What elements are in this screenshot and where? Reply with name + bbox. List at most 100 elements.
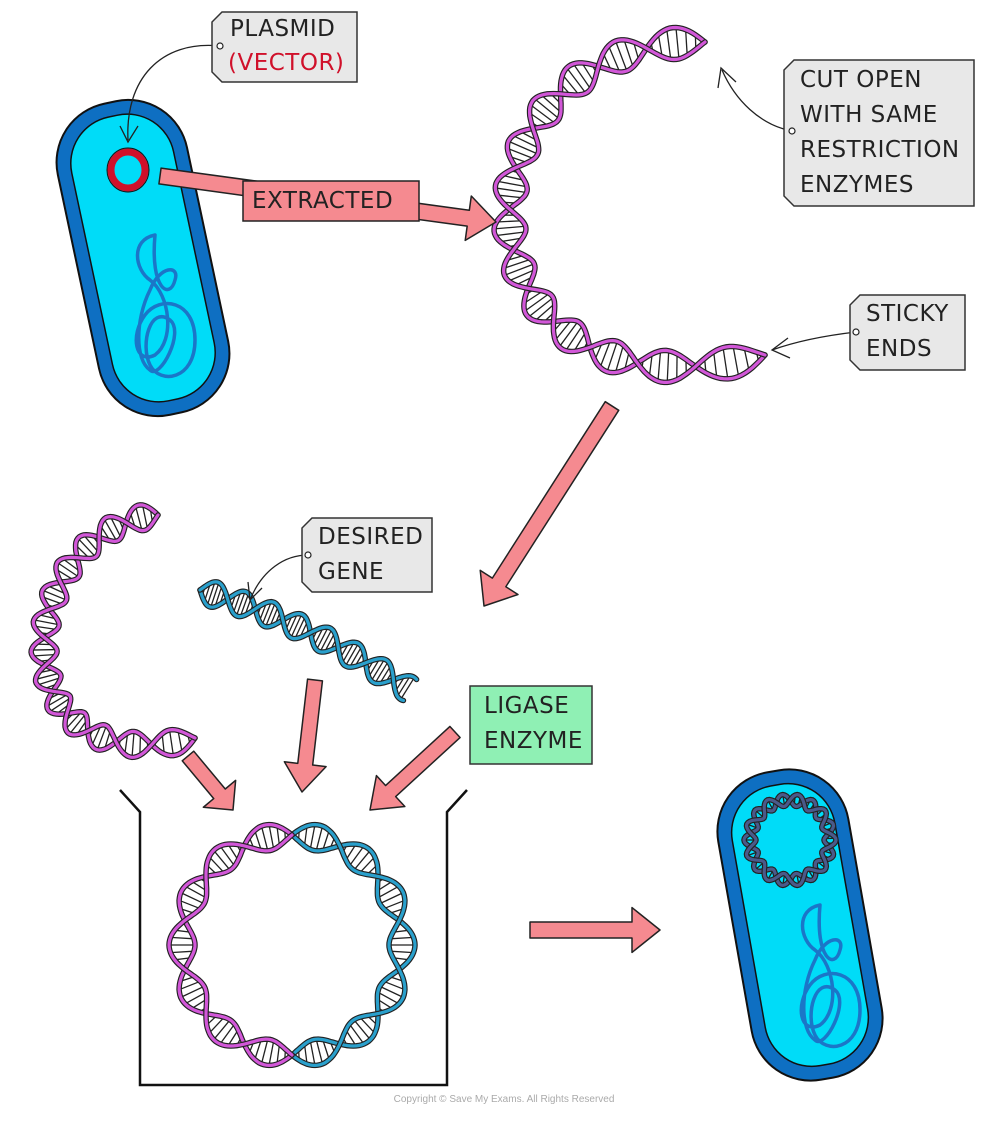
base-pair-rung — [261, 601, 272, 626]
base-pair-rung — [265, 602, 276, 628]
base-pair-rung — [353, 1019, 371, 1041]
base-pair-rung — [495, 231, 526, 237]
base-pair-rung — [359, 1016, 376, 1034]
base-pair-rung — [208, 1016, 225, 1034]
base-pair-rung — [530, 104, 556, 124]
plasmid-ring-outline — [106, 147, 150, 193]
base-pair-rung — [529, 112, 549, 127]
base-pair-rung — [260, 825, 269, 851]
base-pair-rung — [497, 194, 524, 199]
base-pair-rung — [566, 67, 587, 94]
base-pair-rung — [170, 936, 194, 940]
base-pair-rung — [396, 675, 411, 697]
label-vector: (VECTOR) — [228, 50, 345, 76]
bacterium-original — [55, 98, 231, 418]
base-pair-rung — [657, 34, 663, 57]
label-ligase: LIGASE — [484, 693, 570, 719]
base-pair-rung — [213, 849, 231, 871]
dna-strands — [28, 24, 839, 1069]
sugar-phosphate-strand — [177, 822, 294, 1068]
base-pair-rung — [504, 263, 535, 276]
base-pair-rung — [648, 353, 653, 377]
recombinant-plasmid-in-bacterium — [741, 791, 839, 889]
base-pair-rung — [507, 147, 535, 160]
base-pair-rung — [254, 1039, 262, 1060]
base-pair-rung — [315, 627, 329, 651]
base-pair-rung — [743, 348, 750, 371]
cut-to-beaker-arrow — [479, 400, 620, 607]
process-arrows — [158, 167, 661, 954]
label-cut-open-2: WITH SAME — [800, 102, 938, 128]
base-pair-rung — [377, 885, 400, 899]
base-pair-rung — [400, 677, 415, 700]
strand-outline — [492, 37, 768, 386]
base-pair-rung — [315, 1039, 324, 1065]
base-pair-rung — [260, 1039, 269, 1065]
cut-plasmid-dna — [491, 24, 768, 386]
plasmid-ring — [107, 148, 149, 192]
base-pair-rung — [303, 825, 308, 846]
base-pair-rung — [83, 534, 100, 553]
base-pair-rung — [495, 187, 527, 194]
copyright-notice: Copyright © Save My Exams. All Rights Re… — [393, 1094, 615, 1105]
base-pair-rung — [732, 346, 740, 377]
base-pair-rung — [599, 340, 611, 368]
base-pair-rung — [103, 518, 118, 542]
base-pair-rung — [527, 297, 554, 318]
base-pair-rung — [503, 258, 532, 269]
base-pair-rung — [34, 625, 57, 631]
plasmid-to-beaker-arrow — [181, 750, 237, 811]
base-pair-rung — [353, 849, 371, 871]
base-pair-rung — [554, 319, 572, 341]
base-pair-rung — [124, 732, 129, 755]
base-pair-rung — [496, 220, 523, 223]
recombinant-plasmid-gene-section — [289, 821, 418, 1069]
base-pair-rung — [524, 292, 550, 312]
base-pair-rung — [276, 825, 281, 846]
base-pair-rung — [623, 39, 634, 68]
label-sticky: STICKY — [866, 301, 949, 327]
sticky-ends-pointer — [770, 331, 857, 359]
base-pair-rung — [614, 40, 628, 72]
base-pair-rung — [614, 344, 625, 373]
plasmid-label-box — [211, 11, 358, 83]
base-pair-rung — [558, 321, 579, 348]
base-pair-rung — [309, 1040, 316, 1066]
base-pair-rung — [134, 506, 143, 531]
base-pair-rung — [508, 140, 539, 155]
base-pair-rung — [348, 1023, 365, 1045]
base-pair-rung — [348, 845, 365, 867]
cut-open-label-box — [783, 59, 975, 207]
sugar-phosphate-strand — [493, 38, 767, 384]
sugar-phosphate-strand — [167, 833, 294, 1057]
label-plasmid: PLASMID — [230, 16, 336, 42]
label-cut-open-4: ENZYMES — [800, 172, 915, 198]
base-pair-rung — [666, 350, 670, 383]
base-pair-rung — [210, 582, 220, 608]
sugar-phosphate-strand — [290, 833, 417, 1057]
base-pair-rung — [206, 581, 216, 606]
plasmid-pointer — [119, 44, 221, 144]
base-pair-rung — [69, 713, 87, 735]
base-pair-rung — [65, 711, 83, 730]
base-pair-rung — [46, 693, 69, 707]
base-pair-rung — [319, 628, 333, 653]
gene-to-beaker-arrow — [283, 678, 327, 793]
base-pair-rung — [208, 856, 225, 874]
base-pair-rung — [315, 825, 324, 851]
base-pair-rung — [178, 899, 201, 910]
sugar-phosphate-strand — [744, 792, 838, 888]
base-pair-rung — [219, 845, 236, 867]
extracted-label-box — [242, 180, 420, 222]
sugar-phosphate-strand — [198, 580, 405, 703]
base-pair-rung — [377, 991, 400, 1005]
sugar-phosphate-strand — [290, 822, 407, 1068]
label-cut-open-1: CUT OPEN — [800, 67, 922, 93]
base-pair-rung — [33, 619, 60, 626]
plasmid-dna-beaker-input — [28, 502, 198, 761]
chromosome-icon — [799, 903, 862, 1049]
base-pair-rung — [35, 672, 60, 681]
base-pair-rung — [31, 648, 57, 651]
base-pair-rung — [232, 591, 242, 614]
